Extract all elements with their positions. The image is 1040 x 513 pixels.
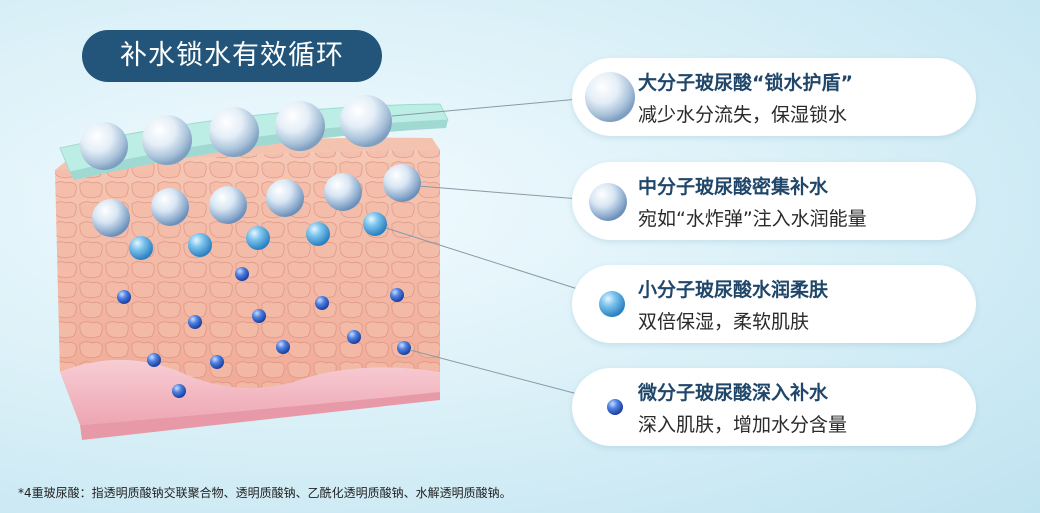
card-heading: 大分子玻尿酸“锁水护盾” <box>638 72 853 94</box>
micro-sphere-icon <box>397 341 411 355</box>
micro-sphere-icon <box>315 296 329 310</box>
leader-line <box>391 97 591 117</box>
medium-sphere-icon <box>383 164 421 202</box>
card-description: 宛如“水炸弹”注入水润能量 <box>638 208 867 230</box>
small-sphere-icon <box>188 233 212 257</box>
card-description: 双倍保湿，柔软肌肤 <box>638 311 810 333</box>
large-sphere-icon <box>209 107 259 157</box>
micro-sphere-icon <box>252 309 266 323</box>
large-sphere-icon <box>80 122 128 170</box>
card-medium-molecule: 中分子玻尿酸密集补水 宛如“水炸弹”注入水润能量 <box>572 162 976 240</box>
large-sphere-icon <box>340 95 392 147</box>
large-sphere-icon <box>585 72 635 122</box>
micro-sphere-icon <box>390 288 404 302</box>
medium-molecules <box>92 164 421 237</box>
card-heading: 中分子玻尿酸密集补水 <box>638 176 829 198</box>
micro-sphere-icon <box>210 355 224 369</box>
micro-sphere-icon <box>607 399 623 415</box>
micro-sphere-icon <box>188 315 202 329</box>
micro-sphere-icon <box>172 384 186 398</box>
card-description: 减少水分流失，保湿锁水 <box>638 104 848 126</box>
footnote: *4重玻尿酸：指透明质酸钠交联聚合物、透明质酸钠、乙酰化透明质酸钠、水解透明质酸… <box>18 486 512 500</box>
medium-sphere-icon <box>92 199 130 237</box>
small-sphere-icon <box>363 212 387 236</box>
card-description: 深入肌肤，增加水分含量 <box>638 414 848 436</box>
medium-sphere-icon <box>209 186 247 224</box>
micro-sphere-icon <box>347 330 361 344</box>
micro-sphere-icon <box>147 353 161 367</box>
medium-sphere-icon <box>589 183 627 221</box>
large-molecules <box>80 95 392 170</box>
card-large-molecule: 大分子玻尿酸“锁水护盾” 减少水分流失，保湿锁水 <box>572 58 976 136</box>
micro-sphere-icon <box>276 340 290 354</box>
card-small-molecule: 小分子玻尿酸水润柔肤 双倍保湿，柔软肌肤 <box>572 265 976 343</box>
small-sphere-icon <box>246 226 270 250</box>
small-sphere-icon <box>129 236 153 260</box>
leader-line <box>417 185 593 201</box>
card-micro-molecule: 微分子玻尿酸深入补水 深入肌肤，增加水分含量 <box>572 368 976 446</box>
leader-line <box>385 227 607 299</box>
small-sphere-icon <box>599 291 625 317</box>
small-molecules <box>129 212 387 260</box>
large-sphere-icon <box>275 101 325 151</box>
large-sphere-icon <box>142 115 192 165</box>
micro-sphere-icon <box>235 267 249 281</box>
micro-sphere-icon <box>117 290 131 304</box>
medium-sphere-icon <box>266 179 304 217</box>
medium-sphere-icon <box>151 188 189 226</box>
small-sphere-icon <box>306 222 330 246</box>
card-heading: 微分子玻尿酸深入补水 <box>638 382 829 404</box>
page-title: 补水锁水有效循环 <box>82 30 382 82</box>
dermis-layer <box>60 360 440 425</box>
micro-molecules <box>117 267 411 398</box>
card-heading: 小分子玻尿酸水润柔肤 <box>638 279 829 301</box>
medium-sphere-icon <box>324 173 362 211</box>
